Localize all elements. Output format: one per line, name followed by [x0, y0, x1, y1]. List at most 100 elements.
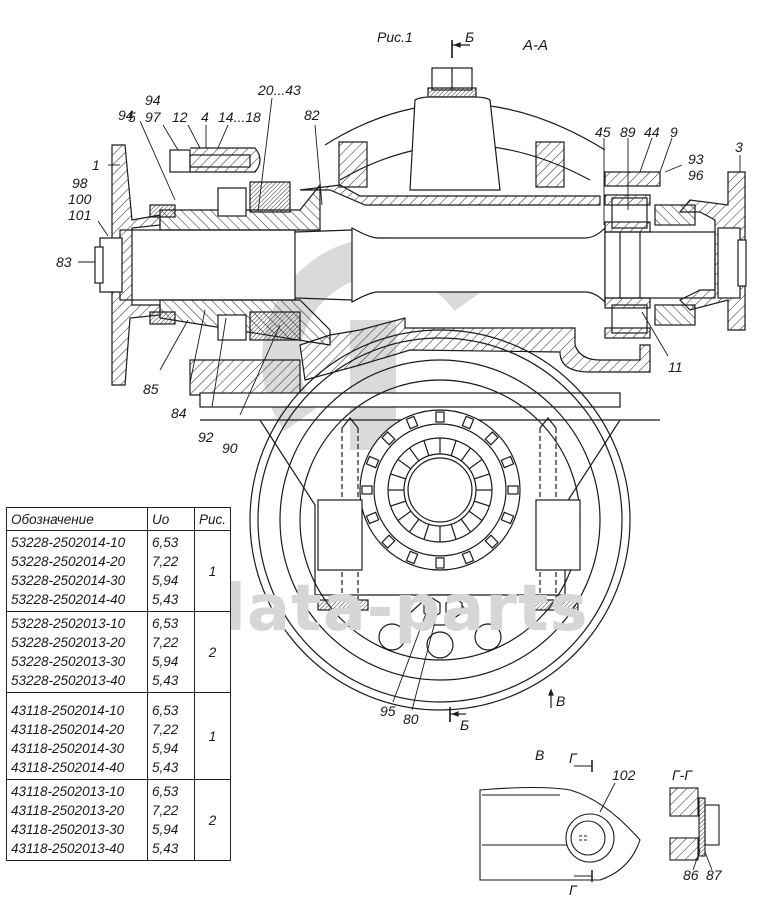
designation: 43118-2502013-30 — [11, 822, 125, 837]
designation-cell: 53228-2502014-10 53228-2502014-20 53228-… — [6, 530, 148, 612]
figure-caption: Рис.1 — [377, 29, 413, 45]
ratio: 5,94 — [152, 573, 179, 588]
designation: 53228-2502013-20 — [11, 635, 126, 650]
callout-100: 100 — [68, 191, 92, 207]
designation: 53228-2502014-40 — [11, 592, 126, 607]
designation-cell: 43118-2502014-10 43118-2502014-20 43118-… — [6, 692, 148, 780]
figure-number: 1 — [193, 692, 232, 780]
spline-slot — [450, 440, 457, 456]
gear-tooth — [461, 550, 475, 565]
ratio: 5,43 — [152, 592, 179, 607]
designation: 43118-2502014-40 — [11, 760, 125, 775]
callout-89: 89 — [620, 124, 636, 140]
callout-83: 83 — [56, 254, 72, 270]
axle-shaft-right — [604, 231, 716, 299]
watermark-text: data-parts — [200, 572, 589, 646]
bolt-94 — [169, 149, 191, 173]
callout-45: 45 — [595, 124, 611, 140]
ratio: 7,22 — [152, 635, 179, 650]
designation: 43118-2502014-30 — [11, 741, 125, 756]
callout-86: 86 — [683, 867, 699, 883]
figure-number: 2 — [193, 779, 232, 861]
spline-slot — [423, 440, 430, 456]
gear-tooth — [484, 431, 499, 446]
ratio-cell: 6,53 7,22 5,94 5,43 — [147, 692, 195, 780]
designation: 53228-2502014-30 — [11, 573, 126, 588]
spline-slot — [460, 518, 472, 533]
gear-tooth — [500, 455, 515, 469]
designation: 53228-2502013-10 — [11, 616, 126, 631]
callout-4: 4 — [201, 109, 209, 125]
ratio-cell: 6,53 7,22 5,94 5,43 — [147, 779, 195, 861]
callout-20-43: 20...43 — [258, 82, 301, 98]
spec-table-header: Обозначение Uo Рис. — [6, 507, 232, 531]
ratio: 5,43 — [152, 841, 179, 856]
callout-11: 11 — [668, 359, 683, 375]
ratio: 7,22 — [152, 803, 179, 818]
ratio: 5,94 — [152, 654, 179, 669]
header-figure: Рис. — [193, 507, 232, 531]
section-g-label-bottom: Г — [569, 882, 577, 898]
section-gg-detail — [669, 787, 720, 871]
section-b-label-bottom: Б — [460, 717, 470, 733]
ratio-cell: 6,53 7,22 5,94 5,43 — [147, 530, 195, 612]
gear-tooth — [361, 485, 373, 495]
spline-slot — [397, 510, 412, 522]
designation: 43118-2502013-20 — [11, 803, 125, 818]
spline-slot — [474, 473, 490, 480]
view-v-label: В — [556, 693, 566, 709]
designation-cell: 43118-2502013-10 43118-2502013-20 43118-… — [6, 779, 148, 861]
gear-tooth — [365, 511, 380, 525]
callout-102: 102 — [612, 767, 636, 783]
callout-44: 44 — [644, 124, 660, 140]
reducer-outer — [249, 329, 631, 711]
ratio: 6,53 — [152, 784, 179, 799]
spline-slot — [408, 447, 420, 462]
ratio: 5,43 — [152, 760, 179, 775]
gear-tooth — [381, 534, 396, 549]
ratio: 5,94 — [152, 741, 179, 756]
view-v-title: В — [535, 747, 545, 763]
section-b-label-top: Б — [465, 29, 475, 45]
callout-98: 98 — [72, 175, 88, 191]
spline-slot — [390, 473, 406, 480]
callout-85: 85 — [143, 381, 159, 397]
gear-tooth — [435, 411, 445, 423]
designation: 43118-2502014-10 — [11, 703, 125, 718]
nut-95 — [423, 597, 441, 619]
ratio: 7,22 — [152, 722, 179, 737]
axle-shaft-center — [351, 226, 606, 304]
gear-tooth — [507, 485, 519, 495]
callout-9: 9 — [670, 124, 678, 140]
gear-tooth — [461, 415, 475, 430]
ratio-cell: 6,53 7,22 5,94 5,43 — [147, 611, 195, 693]
spline-slot — [390, 500, 406, 507]
gear-tooth — [405, 550, 419, 565]
view-v-detail — [479, 760, 641, 882]
table-group-2: 53228-2502013-10 53228-2502013-20 53228-… — [6, 611, 232, 693]
designation-cell: 53228-2502013-10 53228-2502013-20 53228-… — [6, 611, 148, 693]
callout-84: 84 — [171, 405, 187, 421]
spline-slot — [460, 447, 472, 462]
ratio: 6,53 — [152, 703, 179, 718]
gear-tooth — [500, 511, 515, 525]
gear-tooth — [405, 415, 419, 430]
section-gg-title: Г-Г — [672, 767, 692, 783]
callout-97: 97 — [145, 109, 161, 125]
frame-plate — [199, 392, 621, 408]
table-group-1: 53228-2502014-10 53228-2502014-20 53228-… — [6, 530, 232, 612]
callout-87: 87 — [706, 867, 722, 883]
callout-12: 12 — [172, 109, 188, 125]
spline-slot — [423, 524, 430, 540]
callout-93: 93 — [688, 151, 704, 167]
callout-3: 3 — [735, 139, 743, 155]
spline-slot — [474, 500, 490, 507]
designation: 43118-2502013-10 — [11, 784, 125, 799]
gear-tooth — [484, 534, 499, 549]
right-nut — [717, 227, 741, 299]
ratio: 5,43 — [152, 673, 179, 688]
ratio: 6,53 — [152, 535, 179, 550]
header-ratio: Uo — [147, 507, 195, 531]
spline-slot — [408, 518, 420, 533]
